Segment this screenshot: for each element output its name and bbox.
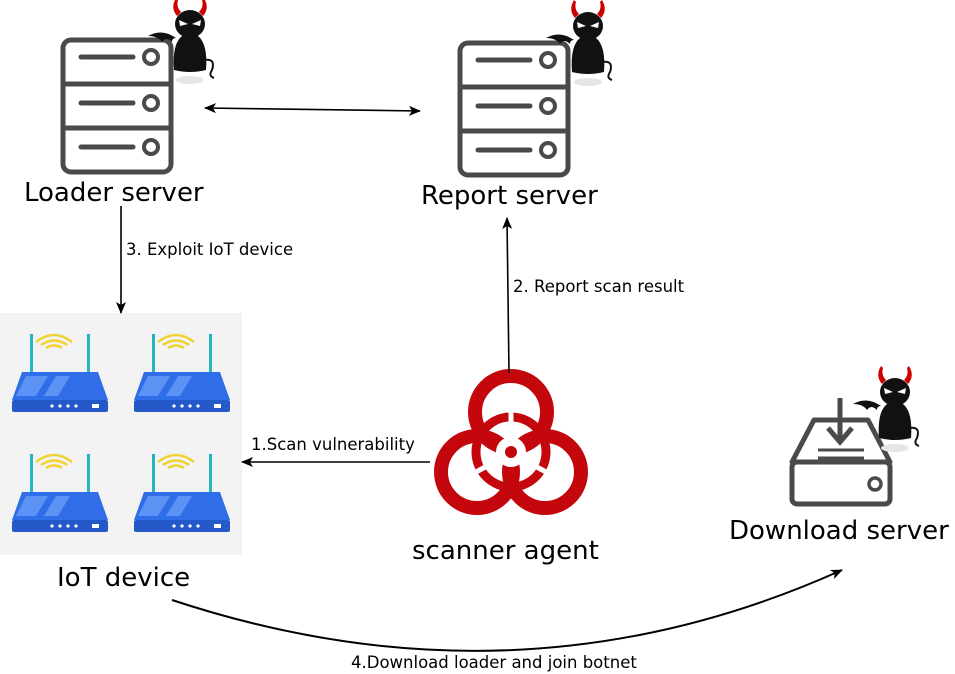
loader-server-icon (63, 40, 171, 172)
report-arrow (502, 217, 513, 374)
download-arrow (171, 569, 843, 652)
download-drive-icon (789, 398, 893, 507)
iot-device-label: IoT device (57, 563, 191, 593)
biohazard-icon (434, 369, 588, 522)
scanner-agent-label: scanner agent (412, 536, 599, 566)
exploit-label: 3. Exploit IoT device (126, 240, 294, 259)
download-label: 4.Download loader and join botnet (351, 653, 637, 672)
download-devil-icon (852, 365, 920, 453)
download-server-label: Download server (729, 516, 949, 546)
report-server-label: Report server (421, 181, 598, 211)
loader-report-arrow (204, 103, 421, 116)
report-server-icon (460, 43, 568, 175)
loader-server-label: Loader server (24, 178, 204, 208)
scan-label: 1.Scan vulnerability (251, 435, 415, 454)
report-label: 2. Report scan result (513, 277, 685, 296)
